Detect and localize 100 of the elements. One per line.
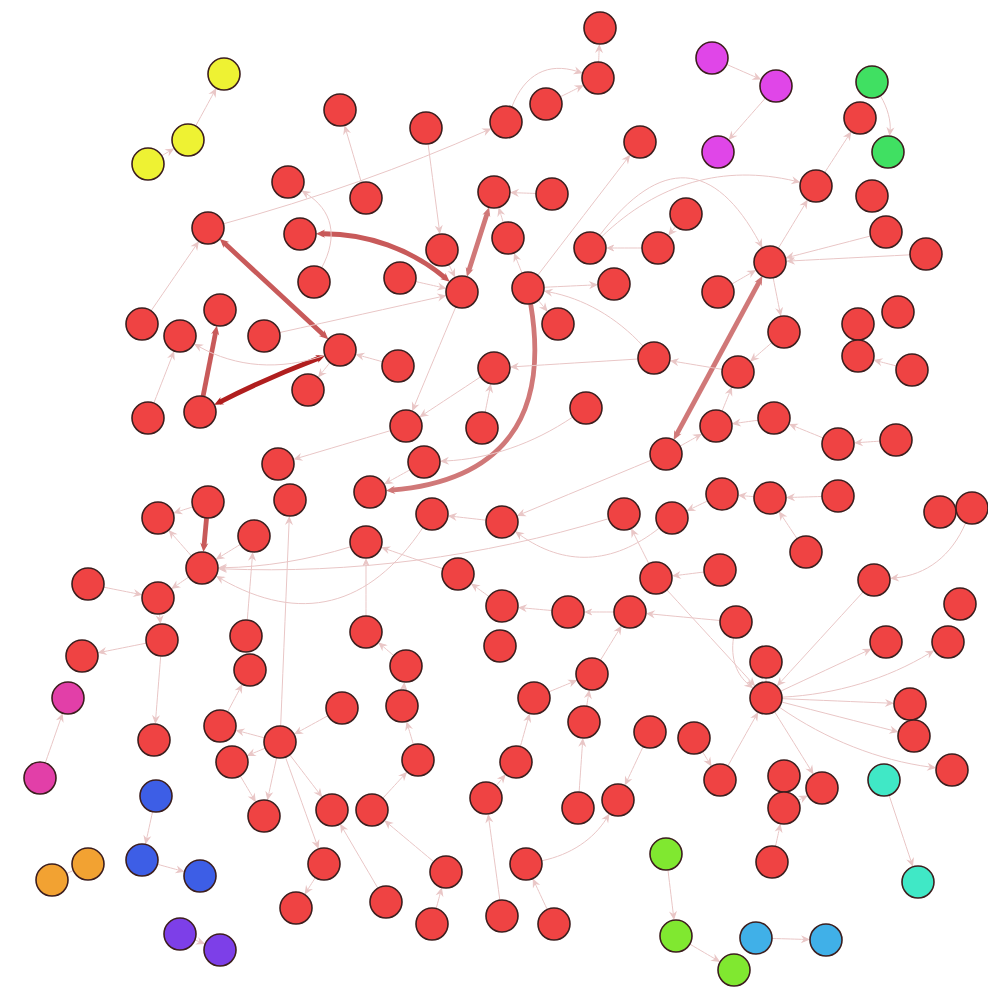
network-node	[445, 275, 479, 309]
network-node	[569, 391, 603, 425]
network-node	[597, 267, 631, 301]
arrow	[515, 527, 660, 558]
arrow	[156, 863, 184, 873]
arrow	[874, 358, 897, 367]
arrow	[773, 711, 814, 774]
network-node	[485, 589, 519, 623]
network-node	[719, 605, 753, 639]
arrow	[781, 698, 894, 707]
arrow	[384, 820, 435, 863]
network-node	[753, 245, 787, 279]
network-node	[857, 563, 891, 597]
network-node	[581, 61, 615, 95]
arrow	[532, 879, 548, 910]
arrow	[789, 423, 824, 439]
arrow	[879, 95, 894, 136]
network-node	[749, 645, 783, 679]
arrow	[777, 591, 864, 686]
network-node	[821, 427, 855, 461]
arrow	[672, 571, 705, 579]
network-node	[867, 763, 901, 797]
arrow	[289, 754, 323, 797]
arrow	[279, 293, 446, 334]
network-node	[163, 319, 197, 353]
network-node	[297, 265, 331, 299]
network-node	[323, 93, 357, 127]
arrow	[670, 358, 723, 370]
arrow	[824, 132, 852, 174]
arrow	[236, 728, 266, 739]
network-node	[141, 581, 175, 615]
network-node	[271, 165, 305, 199]
network-node	[767, 759, 801, 793]
arrow	[218, 546, 352, 571]
arrow	[510, 358, 639, 370]
network-node	[477, 175, 511, 209]
arrow	[624, 746, 644, 785]
network-node	[349, 181, 383, 215]
network-node	[881, 295, 915, 329]
network-node	[477, 351, 511, 385]
arrow	[318, 362, 331, 378]
arrow	[771, 936, 810, 943]
network-node	[749, 681, 783, 715]
network-node	[757, 401, 791, 435]
arrow	[343, 126, 362, 184]
arrow	[384, 469, 411, 485]
arrow	[246, 552, 256, 621]
arrow	[689, 943, 720, 962]
network-node	[909, 237, 943, 271]
network-node	[401, 743, 435, 777]
arrow	[340, 824, 379, 889]
network-node	[203, 933, 237, 967]
network-node	[809, 923, 843, 957]
network-node	[207, 57, 241, 91]
network-node	[639, 561, 673, 595]
arrow	[774, 824, 783, 847]
network-node	[247, 319, 281, 353]
arrow	[247, 747, 266, 757]
arrow	[537, 299, 548, 312]
network-node	[415, 907, 449, 941]
network-node	[623, 125, 657, 159]
network-node	[325, 691, 359, 725]
connector	[765, 677, 767, 683]
network-node	[491, 221, 525, 255]
network-node	[841, 307, 875, 341]
connector	[66, 870, 74, 874]
network-node	[35, 863, 69, 897]
network-node	[705, 477, 739, 511]
network-node	[185, 551, 219, 585]
arrow	[195, 88, 217, 127]
arrow	[265, 757, 278, 800]
network-node	[263, 725, 297, 759]
network-node	[897, 719, 931, 753]
arrow	[378, 642, 395, 657]
network-node	[669, 197, 703, 231]
network-node	[499, 745, 533, 779]
network-node	[261, 447, 295, 481]
arrow	[599, 177, 763, 248]
network-node	[789, 535, 823, 569]
network-node	[637, 341, 671, 375]
arrow	[304, 877, 316, 894]
network-node	[561, 791, 595, 825]
arrow	[143, 811, 154, 844]
arrow	[595, 44, 603, 63]
network-node	[323, 333, 357, 367]
network-node	[721, 355, 755, 389]
network-node	[383, 261, 417, 295]
arrow	[519, 714, 531, 748]
network-node	[465, 411, 499, 445]
network-node	[575, 657, 609, 691]
arrow	[216, 526, 424, 604]
network-node	[935, 753, 969, 787]
network-node	[171, 123, 205, 157]
arrow	[559, 85, 584, 98]
arrow	[797, 795, 808, 802]
network-node	[701, 275, 735, 309]
network-node	[613, 595, 647, 629]
network-node	[535, 177, 569, 211]
arrow	[239, 775, 256, 802]
network-node	[291, 373, 325, 407]
